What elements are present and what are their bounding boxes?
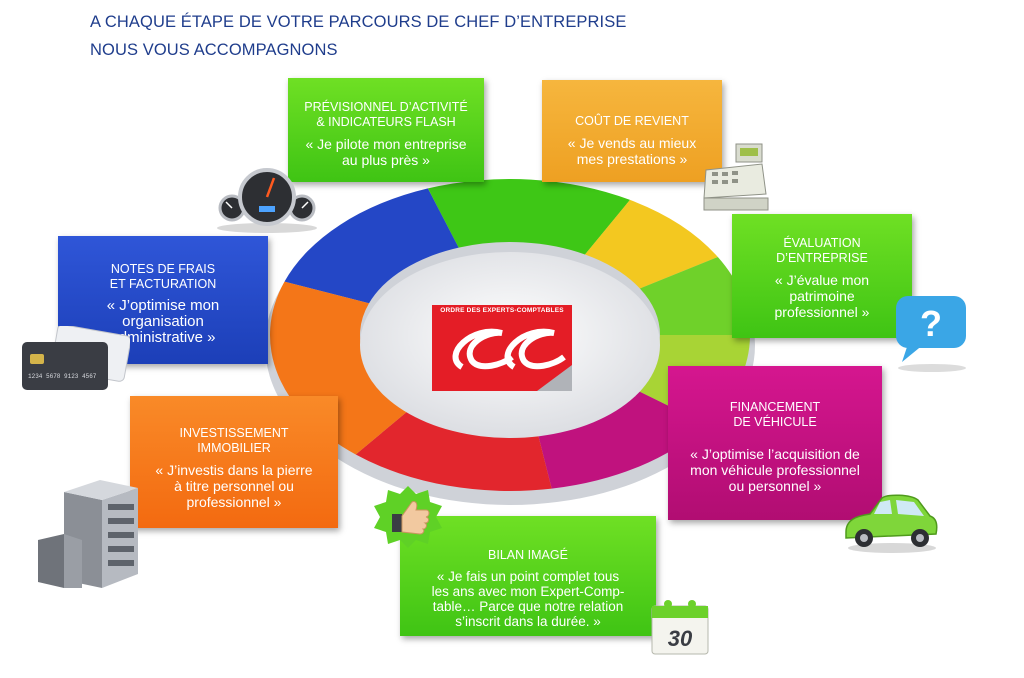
box-notes-de-frais: NOTES DE FRAIS ET FACTURATION « J’optimi… [58,236,268,364]
ring-segment-light-green [639,257,750,335]
box-heading: D’ENTREPRISE [776,251,868,265]
box-heading: & INDICATEURS FLASH [316,115,456,129]
building-icon [38,480,138,588]
experts-comptables-logo: ORDRE DES EXPERTS-COMPTABLES [432,305,572,391]
dashboard-gauge-icon [217,168,317,233]
ring-segment-red [355,406,552,491]
box-financement: FINANCEMENT DE VÉHICULE « J’optimise l’a… [668,366,882,520]
box-investissement: INVESTISSEMENT IMMOBILIER « J’investis d… [130,396,338,528]
car-icon [845,494,938,553]
box-previsionnel: PRÉVISIONNEL D’ACTIVITÉ & INDICATEURS FL… [288,78,484,182]
question-mark: ? [920,303,942,344]
box-heading: BILAN IMAGÉ [488,548,568,562]
ring-segment-blue [284,188,459,304]
box-heading: NOTES DE FRAIS [110,262,216,276]
question-bubble-icon: ? [896,296,966,372]
box-heading: PRÉVISIONNEL D’ACTIVITÉ [304,100,468,114]
box-bilan-image: BILAN IMAGÉ « Je fais un point complet t… [400,516,656,636]
box-heading: IMMOBILIER [197,441,271,455]
calendar-icon: 30 [651,600,709,655]
box-heading: ET FACTURATION [109,277,217,291]
calendar-day: 30 [668,626,693,651]
page-title: A CHAQUE ÉTAPE DE VOTRE PARCOURS DE CHEF… [90,8,626,64]
ring-segment-yellow [585,199,718,289]
cash-register-icon [703,143,769,211]
credit-card-icon: 1234 5678 9123 4567 [22,326,130,390]
svg-text:1234 5678 9123 4567: 1234 5678 9123 4567 [28,373,97,380]
ring-segment-green [427,179,630,255]
box-heading: INVESTISSEMENT [179,426,289,440]
logo-ec-mark [452,328,572,391]
box-heading: COÛT DE REVIENT [575,114,689,128]
title-line-1: A CHAQUE ÉTAPE DE VOTRE PARCOURS DE CHEF… [90,13,627,31]
thumbs-up-icon [374,486,442,548]
box-heading: FINANCEMENT [729,400,821,414]
box-heading: ÉVALUATION [783,236,861,250]
title-line-2: NOUS VOUS ACCOMPAGNONS [90,41,338,59]
ring-segment-magenta [536,388,707,489]
ring-segments [270,179,750,491]
box-heading: DE VÉHICULE [733,415,817,429]
